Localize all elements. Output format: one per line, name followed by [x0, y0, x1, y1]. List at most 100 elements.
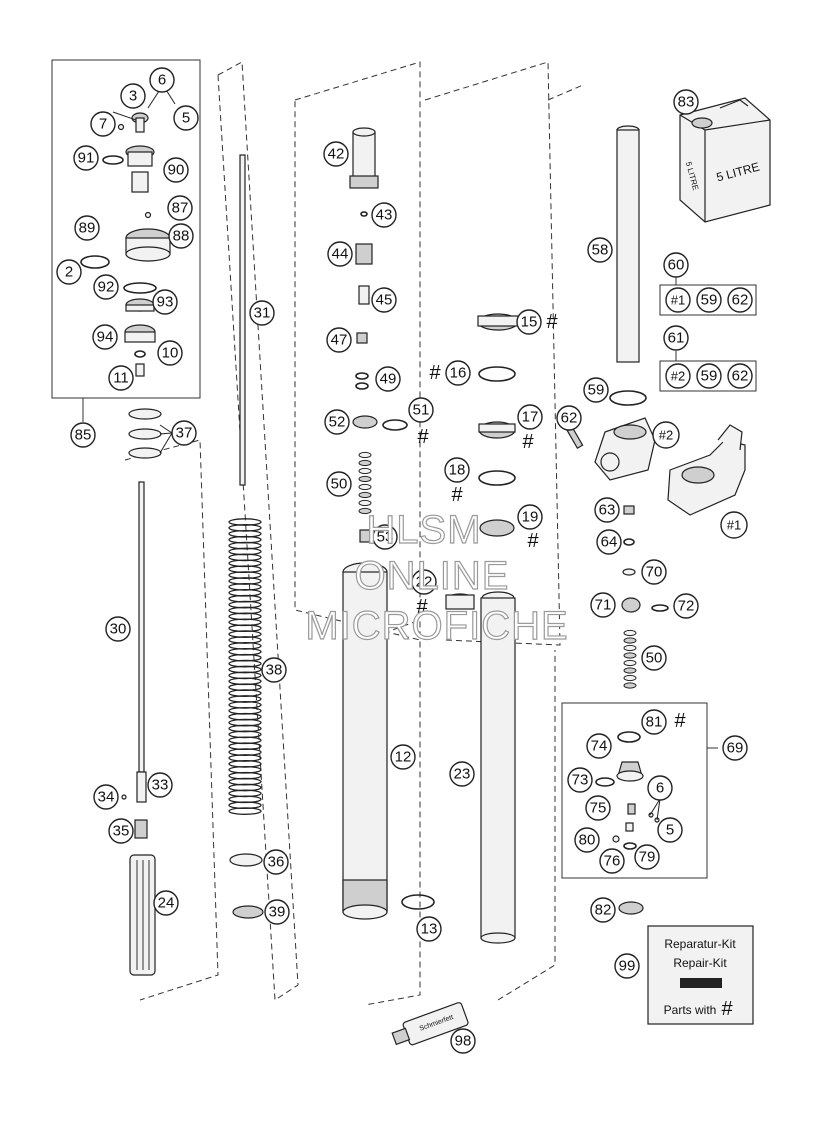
callout-c73-circle — [567, 767, 593, 793]
callout-c90: 90 — [168, 162, 185, 179]
callout-c50b-circle — [641, 645, 667, 671]
callout-c37-circle — [171, 420, 197, 446]
damper-rod — [121, 481, 156, 976]
callout-c91: 91 — [78, 150, 95, 167]
hash-51: # — [417, 426, 429, 448]
watermark-line2: ONLINE — [355, 554, 510, 598]
callout-m1: #1 — [727, 518, 741, 533]
callout-c49: 49 — [380, 371, 397, 388]
kit61-item-0: #2 — [671, 369, 685, 384]
callout-c62-circle — [556, 405, 582, 431]
oil-can: 5 LITRE 5 LITRE — [679, 97, 771, 223]
callout-c83: 83 — [678, 94, 695, 111]
damper-frame — [124, 439, 219, 1001]
callout-c6a-circle — [149, 67, 175, 93]
kit60-item-1-circle — [696, 287, 722, 313]
shim-washer — [623, 674, 637, 682]
callout-c60: 60 — [668, 257, 685, 274]
callout-c33: 33 — [152, 777, 169, 794]
callout-c45-circle — [371, 287, 397, 313]
axle-frame — [547, 84, 584, 101]
repair-kit-title-en: Repair-Kit — [673, 956, 727, 970]
callout-c42: 42 — [328, 146, 345, 163]
callout-c11-circle — [108, 365, 134, 391]
callout-c44-circle — [327, 241, 353, 267]
group-85-frame — [51, 59, 201, 399]
kit60-item-0-circle — [665, 287, 691, 313]
hash-19: # — [527, 530, 539, 552]
kit61-item-2: 62 — [732, 368, 749, 385]
repair-kit-footer-mark: # — [721, 998, 733, 1020]
callout-c94-circle — [92, 324, 118, 350]
callout-c5a: 5 — [182, 110, 190, 127]
callout-c7-circle — [90, 111, 116, 137]
callout-c85-circle — [70, 422, 96, 448]
callout-c17-circle — [517, 404, 543, 430]
group-69 — [561, 702, 718, 915]
callout-c3-circle — [120, 83, 146, 109]
hash-81: # — [674, 710, 686, 732]
kit61-item-2-circle — [727, 363, 753, 389]
callout-c74: 74 — [591, 738, 608, 755]
callout-c53-circle — [372, 524, 398, 550]
hash-15: # — [546, 311, 558, 333]
callout-c22-circle — [411, 569, 437, 595]
callout-c72: 72 — [678, 598, 695, 615]
callout-c79-circle — [634, 844, 660, 870]
callout-c59: 59 — [588, 382, 605, 399]
callout-c90-circle — [163, 157, 189, 183]
callout-m1-circle — [720, 511, 748, 539]
hash-marks: # # # # # # # # — [416, 311, 686, 732]
callout-c62: 62 — [561, 410, 578, 427]
callout-c7: 7 — [99, 116, 107, 133]
shim-washer — [623, 629, 637, 637]
callout-c38-circle — [261, 657, 287, 683]
hash-22: # — [416, 596, 428, 618]
inner-tube-upper — [609, 125, 647, 406]
kit61-item-1-circle — [696, 363, 722, 389]
callout-c11: 11 — [113, 370, 129, 387]
hash-17: # — [522, 431, 534, 453]
callout-c80-circle — [574, 827, 600, 853]
shim-washer — [358, 507, 372, 515]
callout-c37: 37 — [176, 425, 193, 442]
callout-c80: 80 — [579, 832, 596, 849]
callout-c83-circle — [673, 89, 699, 115]
spring-frame — [217, 61, 299, 1001]
callout-c58-circle — [587, 237, 613, 263]
shim-washer — [358, 491, 372, 499]
callout-c49-circle — [375, 366, 401, 392]
callout-c22: 22 — [416, 574, 433, 591]
callout-c52: 52 — [329, 414, 346, 431]
callout-c93: 93 — [157, 294, 174, 311]
callout-c6b: 6 — [656, 780, 664, 797]
callout-c3: 3 — [129, 88, 137, 105]
callout-c12-circle — [390, 744, 416, 770]
kit61-item-0-circle — [665, 363, 691, 389]
callout-c33-circle — [147, 772, 173, 798]
callout-c23-circle — [449, 761, 475, 787]
shim-washer — [358, 499, 372, 507]
callout-c24: 24 — [158, 895, 175, 912]
callout-c5a-circle — [173, 105, 199, 131]
callout-c35: 35 — [113, 823, 130, 840]
callout-c23: 23 — [454, 766, 471, 783]
callout-c75-circle — [585, 795, 611, 821]
callout-c43-circle — [371, 202, 397, 228]
callout-c52-circle — [324, 409, 350, 435]
callout-c71-circle — [590, 592, 616, 618]
callout-c39-circle — [264, 899, 290, 925]
callout-c24-circle — [153, 890, 179, 916]
shim-washer — [623, 667, 637, 674]
callout-c69-circle — [722, 735, 748, 761]
repair-kit-title-de: Reparatur-Kit — [664, 937, 736, 951]
callout-c18: 18 — [449, 462, 466, 479]
callout-c91-circle — [73, 145, 99, 171]
grease-tube: Schmierfett — [391, 1002, 469, 1046]
shims-37 — [128, 408, 162, 459]
lower-stack — [621, 505, 669, 689]
callout-c58: 58 — [592, 242, 609, 259]
callout-c19: 19 — [522, 509, 539, 526]
callout-c13: 13 — [421, 921, 438, 938]
